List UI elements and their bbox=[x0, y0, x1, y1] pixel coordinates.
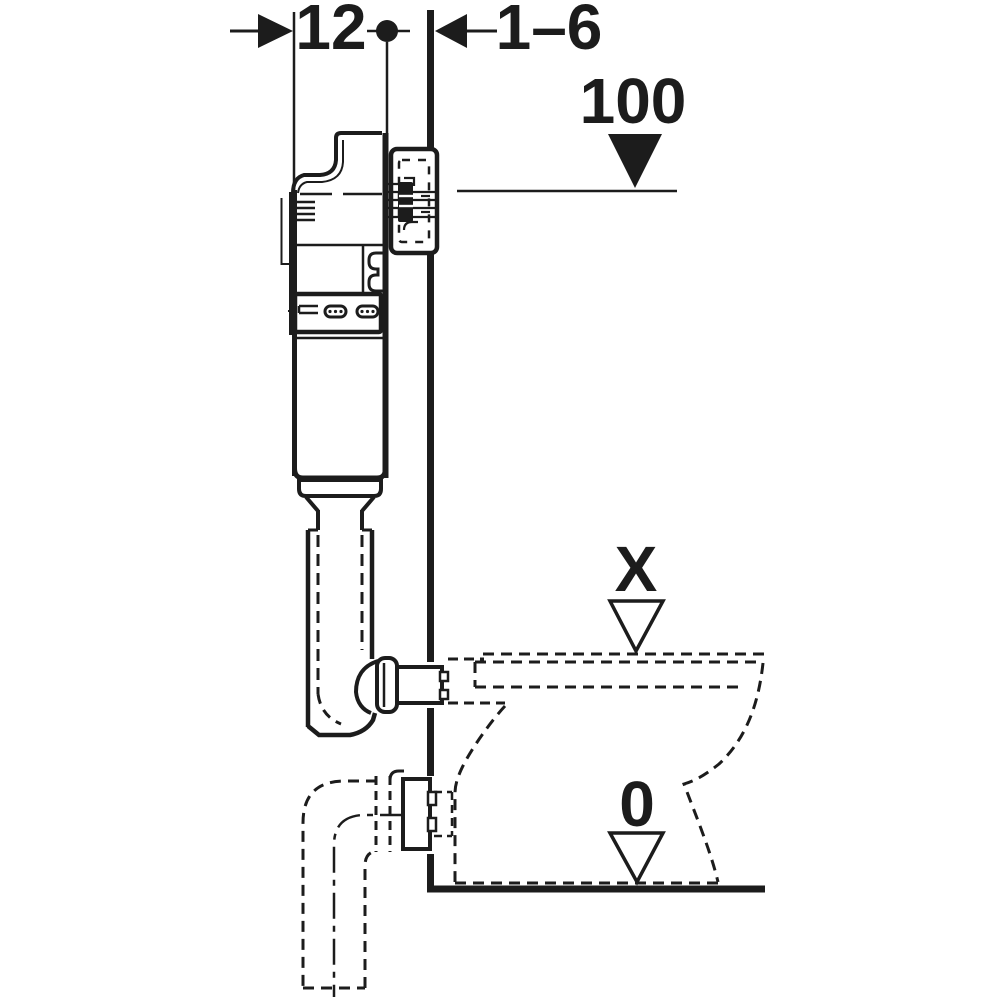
bracket-slot-right bbox=[355, 304, 380, 319]
level-marker-0: 0 bbox=[607, 768, 666, 886]
valve-clip bbox=[367, 251, 385, 293]
cistern-head-outline bbox=[291, 131, 382, 194]
cistern-head-inner-line bbox=[297, 140, 344, 194]
mounting-bracket bbox=[288, 291, 384, 335]
level-100-filled-triangle-icon bbox=[608, 134, 662, 188]
drain-centerline bbox=[332, 813, 406, 997]
flush-bend-hub bbox=[353, 659, 379, 715]
supply-connection-line bbox=[280, 198, 293, 265]
level-x-open-triangle-icon bbox=[607, 599, 666, 655]
drain-assembly bbox=[301, 769, 438, 997]
drain-elbow-dashed bbox=[301, 779, 378, 990]
level-marker-x: X bbox=[607, 533, 666, 655]
taper-right bbox=[360, 495, 376, 513]
coupling-ring bbox=[375, 656, 399, 714]
flush-pipe bbox=[305, 528, 505, 738]
cistern-body bbox=[280, 131, 389, 530]
level-x-label: X bbox=[615, 533, 658, 605]
cistern-left-ticks bbox=[297, 200, 315, 222]
outlet-seal-ridge-top bbox=[438, 670, 450, 683]
level-100-label: 100 bbox=[580, 65, 687, 137]
flush-pipe-inner-bend-dashed bbox=[316, 693, 342, 726]
pan-front-profile bbox=[453, 704, 507, 882]
dim-12-reference-dot bbox=[376, 20, 398, 42]
outlet-stub bbox=[395, 665, 444, 705]
level-marker-100: 100 bbox=[457, 65, 687, 193]
level-0-label: 0 bbox=[619, 768, 655, 840]
drain-wall-connector bbox=[388, 769, 438, 851]
dim-12-label: 12 bbox=[295, 0, 366, 63]
flush-bend-underside bbox=[306, 712, 378, 738]
dim-16-arrowhead bbox=[435, 14, 467, 48]
pan-back-profile bbox=[682, 662, 765, 883]
flush-bend-protection-box bbox=[386, 146, 440, 256]
dimension-wall-finish: 1–6 bbox=[435, 0, 602, 63]
level-0-open-triangle-icon bbox=[607, 831, 666, 886]
outlet-seal-ridge-bottom bbox=[438, 688, 450, 701]
flush-valve-flange bbox=[297, 478, 383, 498]
dimension-cistern-depth: 12 bbox=[230, 0, 410, 190]
toilet-pan-outline bbox=[434, 652, 767, 885]
bracket-slot-left bbox=[323, 304, 348, 319]
tank-bottom bbox=[292, 467, 388, 481]
dim-12-arrowhead bbox=[258, 14, 293, 48]
through-wall-fitting bbox=[386, 176, 437, 231]
taper-left bbox=[304, 495, 320, 513]
dim-16-label: 1–6 bbox=[496, 0, 603, 63]
